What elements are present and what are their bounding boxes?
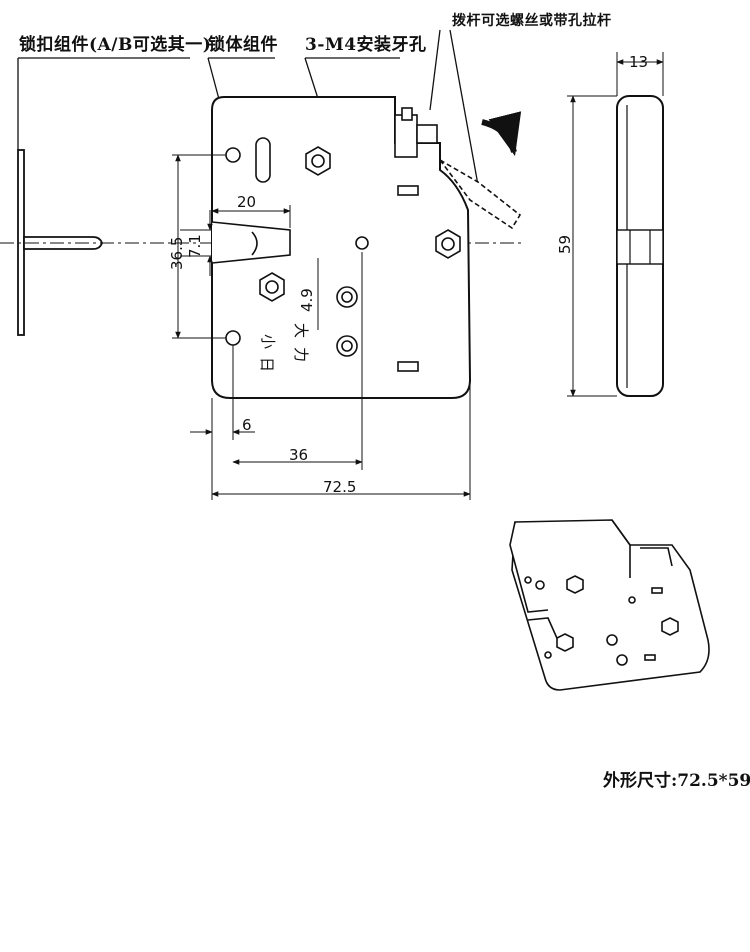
dim-4-9-label: 4.9	[298, 288, 316, 312]
mounting-holes-label: 3-M4安装牙孔	[305, 35, 427, 55]
dim-6-label: 6	[242, 416, 252, 434]
overall-size-label: 外形尺寸:72.5*59	[603, 771, 750, 791]
dim-72-5	[211, 380, 471, 500]
dim-20	[211, 205, 291, 228]
marking-force: 力	[292, 347, 310, 362]
lever-option-label: 拨杆可选螺丝或带孔拉杆	[452, 13, 612, 29]
dim-59-label: 59	[556, 235, 574, 254]
dim-59	[567, 95, 617, 397]
dim-36-5	[172, 154, 226, 339]
dim-36-5-label: 36.5	[168, 237, 186, 270]
dim-7-1	[180, 210, 213, 276]
lock-body-side	[616, 95, 664, 397]
dim-7-1-label: 7.1	[186, 234, 204, 258]
rotation-arrow-icon	[481, 111, 522, 157]
marking-small: 小	[259, 334, 277, 349]
latch-assembly-label: 锁扣组件(A/B可选其一)	[19, 35, 212, 55]
dim-20-label: 20	[237, 193, 256, 211]
dim-13	[616, 52, 664, 96]
lock-body-outline	[211, 96, 472, 399]
marking-sun: 日	[258, 357, 276, 372]
dim-72-5-label: 72.5	[323, 478, 356, 496]
dim-13-label: 13	[629, 53, 648, 71]
latch-slot	[211, 221, 291, 264]
isometric-view	[509, 519, 710, 691]
lever-mechanism	[394, 107, 522, 230]
marking-big: 大	[292, 323, 310, 338]
dim-36	[232, 252, 363, 470]
dim-36-label: 36	[289, 446, 308, 464]
body-features	[225, 137, 461, 372]
lock-body-label: 锁体组件	[208, 35, 278, 55]
dim-6	[190, 345, 255, 500]
lock-body-front	[211, 96, 472, 399]
